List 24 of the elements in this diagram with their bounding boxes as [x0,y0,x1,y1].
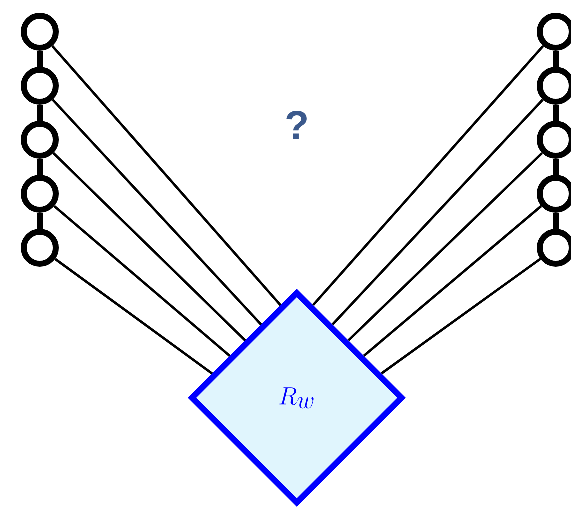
connector-line [553,213,559,229]
connector-line [332,99,544,326]
connector-line [348,152,544,342]
circle-node [21,121,59,159]
connector-line [312,45,544,306]
connector-line [54,258,214,375]
connector-line [37,105,43,121]
connector-line [37,51,43,67]
connector-line [553,51,559,67]
question-mark: ? [286,111,307,139]
connector-line [37,213,43,229]
connector-line [363,205,542,358]
connector-line [380,258,542,375]
connector-line [553,105,559,121]
connector-line [553,159,559,175]
circle-node [21,229,59,267]
connector-line [52,45,282,306]
connector-line [52,152,246,342]
circle-node [21,13,59,51]
connector-line [54,205,231,358]
circle-node [21,175,59,213]
connector-line [52,99,262,326]
connector-line [37,159,43,175]
circle-node [21,67,59,105]
